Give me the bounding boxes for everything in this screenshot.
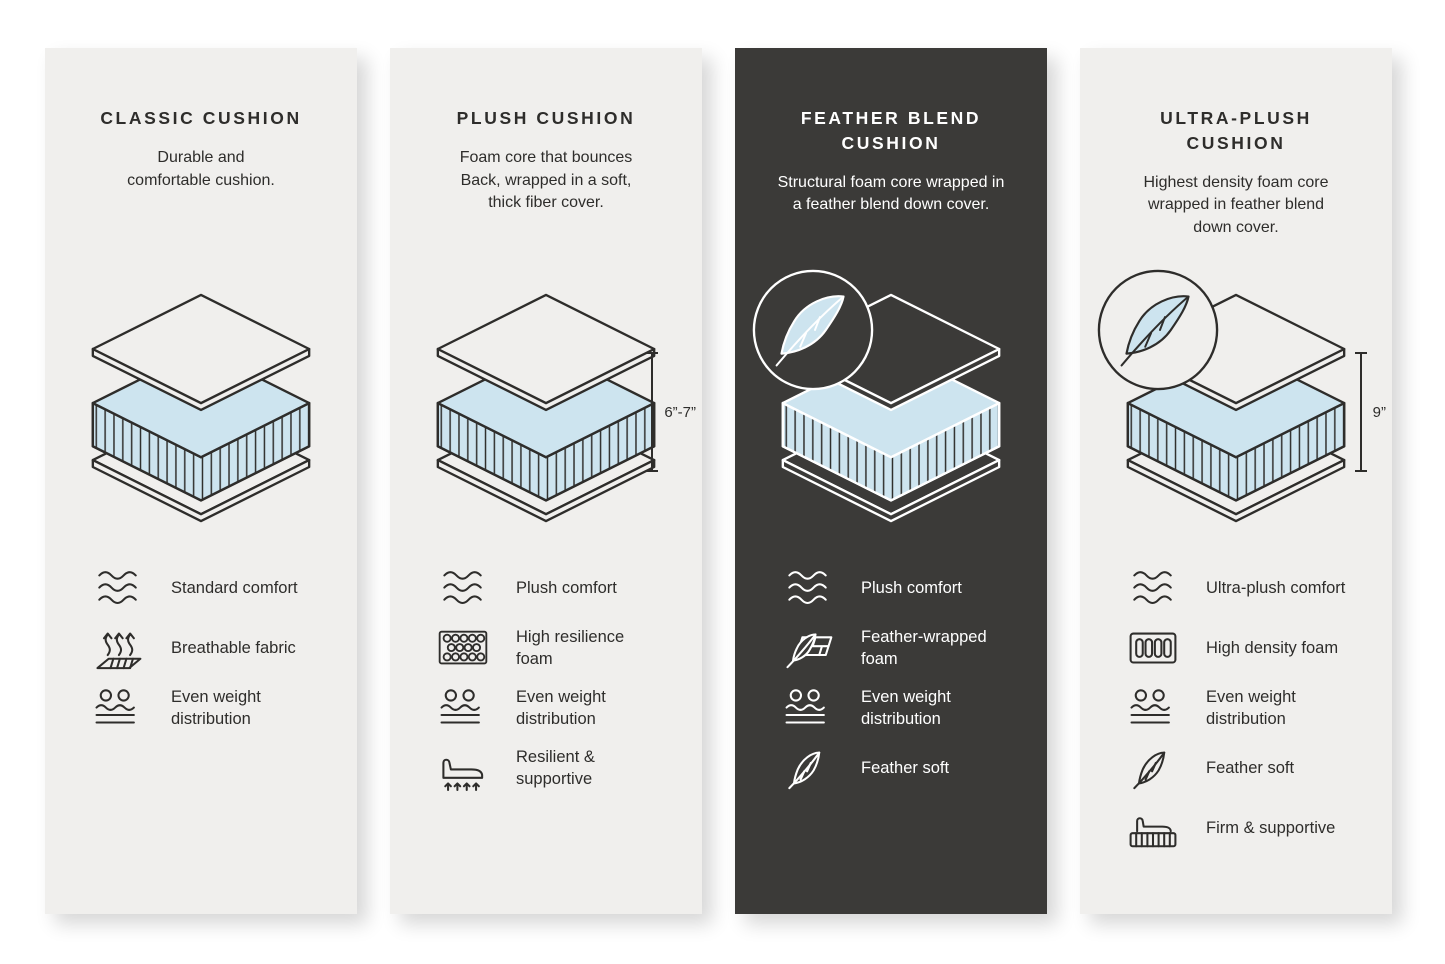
- feature-label: Even weight distribution: [861, 688, 951, 728]
- plush-cushion-card: PLUSH CUSHION Foam core that bounces Bac…: [390, 48, 702, 914]
- feature-row: Even weight distribution: [779, 686, 1039, 731]
- feature-label: Plush comfort: [861, 578, 962, 597]
- feature-label: Plush comfort: [516, 578, 617, 597]
- measure-label: 9”: [1372, 403, 1386, 421]
- even-weight-icon: [1124, 686, 1182, 731]
- waves-icon: [779, 566, 837, 611]
- measure-bracket-icon: [646, 352, 659, 472]
- high-density-foam-icon: [1124, 626, 1182, 671]
- feature-label: Feather-wrapped foam: [861, 628, 987, 668]
- feather-icon: [1124, 746, 1182, 791]
- feature-label: Breathable fabric: [171, 638, 296, 657]
- feature-label: High resilience foam: [516, 628, 625, 668]
- feature-label: Standard comfort: [171, 578, 298, 597]
- feature-row: Feather-wrapped foam: [779, 626, 1039, 671]
- honeycomb-foam-icon: [434, 626, 492, 671]
- even-weight-icon: [434, 686, 492, 731]
- card-description: Highest density foam core wrapped in fea…: [1143, 173, 1329, 237]
- feature-row: Plush comfort: [779, 566, 1039, 611]
- feature-row: Even weight distribution: [434, 686, 694, 731]
- card-title: PLUSH CUSHION: [456, 108, 636, 128]
- measure-label: 6”-7”: [664, 403, 696, 421]
- feature-list: Standard comfort Breathable fabric Even …: [45, 540, 357, 731]
- feature-row: Feather soft: [1124, 746, 1384, 791]
- feature-label: Resilient & supportive: [516, 748, 595, 788]
- cushion-layers-icon: [91, 293, 311, 523]
- card-header: ULTRA-PLUSH CUSHION Highest density foam…: [1080, 48, 1392, 290]
- card-title: FEATHER BLEND CUSHION: [800, 108, 982, 153]
- classic-cushion-card: CLASSIC CUSHION Durable and comfortable …: [45, 48, 357, 914]
- waves-icon: [434, 566, 492, 611]
- measure-bracket-icon: [1354, 352, 1367, 472]
- feature-label: Even weight distribution: [516, 688, 606, 728]
- recliner-arrows-icon: [434, 746, 492, 791]
- card-header: PLUSH CUSHION Foam core that bounces Bac…: [390, 48, 702, 290]
- feature-label: Feather soft: [861, 758, 950, 777]
- feather-badge-icon: [752, 269, 874, 391]
- feature-label: Firm & supportive: [1206, 818, 1336, 837]
- feature-row: High density foam: [1124, 626, 1384, 671]
- even-weight-icon: [779, 686, 837, 731]
- card-description: Foam core that bounces Back, wrapped in …: [459, 148, 633, 212]
- feature-row: Firm & supportive: [1124, 806, 1384, 851]
- height-measurement: 6”-7”: [645, 350, 696, 474]
- cushion-diagram: [45, 290, 357, 540]
- feature-label: Even weight distribution: [171, 688, 261, 728]
- feature-row: High resilience foam: [434, 626, 694, 671]
- card-description: Structural foam core wrapped in a feathe…: [777, 173, 1005, 214]
- feature-list: Plush comfort Feather-wrapped foam Even …: [735, 540, 1047, 791]
- feather-icon: [779, 746, 837, 791]
- feature-list: Ultra-plush comfort High density foam Ev…: [1080, 540, 1392, 851]
- card-title: CLASSIC CUSHION: [100, 108, 302, 128]
- feature-row: Even weight distribution: [89, 686, 349, 731]
- breathable-fabric-icon: [89, 626, 147, 671]
- waves-icon: [1124, 566, 1182, 611]
- feature-row: Standard comfort: [89, 566, 349, 611]
- cushion-diagram: 9”: [1080, 269, 1392, 540]
- feature-list: Plush comfort High resilience foam Even …: [390, 540, 702, 791]
- cushion-diagram: 6”-7”: [390, 290, 702, 540]
- feather-blend-cushion-card: FEATHER BLEND CUSHION Structural foam co…: [735, 48, 1047, 914]
- card-description: Durable and comfortable cushion.: [127, 148, 275, 189]
- cushion-layers-icon: [436, 293, 656, 523]
- feature-row: Ultra-plush comfort: [1124, 566, 1384, 611]
- even-weight-icon: [89, 686, 147, 731]
- feature-label: High density foam: [1206, 638, 1339, 657]
- feature-row: Feather soft: [779, 746, 1039, 791]
- height-measurement: 9”: [1354, 350, 1386, 474]
- feature-row: Even weight distribution: [1124, 686, 1384, 731]
- feather-badge-icon: [1097, 269, 1219, 391]
- card-title: ULTRA-PLUSH CUSHION: [1160, 108, 1312, 153]
- firm-supportive-icon: [1124, 806, 1182, 851]
- card-header: CLASSIC CUSHION Durable and comfortable …: [45, 48, 357, 290]
- waves-icon: [89, 566, 147, 611]
- card-header: FEATHER BLEND CUSHION Structural foam co…: [735, 48, 1047, 290]
- ultra-plush-cushion-card: ULTRA-PLUSH CUSHION Highest density foam…: [1080, 48, 1392, 914]
- feature-row: Resilient & supportive: [434, 746, 694, 791]
- feature-label: Even weight distribution: [1206, 688, 1296, 728]
- feature-label: Feather soft: [1206, 758, 1295, 777]
- feature-row: Breathable fabric: [89, 626, 349, 671]
- cushion-diagram: [735, 269, 1047, 540]
- feather-wrapped-foam-icon: [779, 626, 837, 671]
- feature-label: Ultra-plush comfort: [1206, 578, 1346, 597]
- feature-row: Plush comfort: [434, 566, 694, 611]
